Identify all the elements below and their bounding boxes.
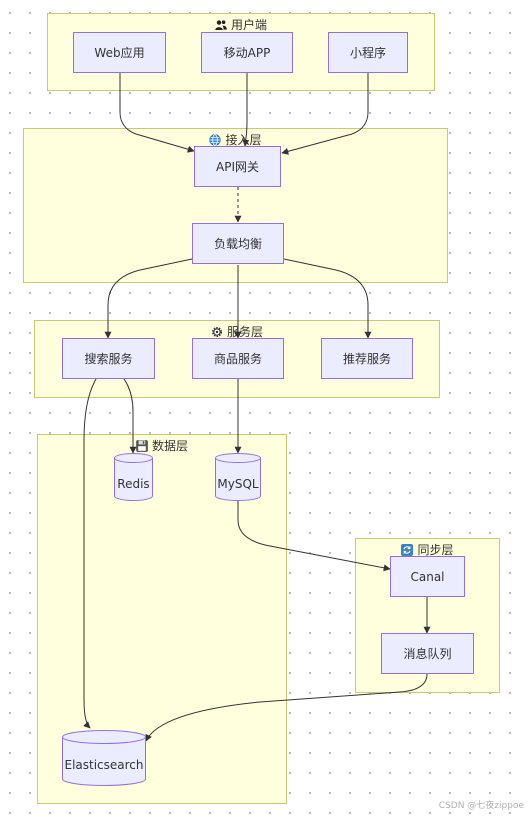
service-layer-title-text: 服务层 — [226, 325, 263, 339]
globe-icon — [209, 134, 222, 146]
users-icon — [215, 20, 227, 30]
node-mobile-app[interactable]: 移动APP — [201, 32, 293, 73]
client-layer-title-text: 用户端 — [230, 18, 267, 32]
sync-layer-title: 同步层 — [356, 541, 499, 558]
node-product-service[interactable]: 商品服务 — [192, 338, 284, 379]
redis-label: Redis — [117, 477, 150, 491]
cylinder-shape — [215, 453, 261, 501]
watermark: CSDN @七夜zippoe — [438, 801, 524, 811]
client-layer-title: 用户端 — [48, 16, 434, 33]
node-mini-program[interactable]: 小程序 — [328, 32, 408, 73]
access-layer-title-text: 接入层 — [225, 133, 262, 147]
node-load-balancer[interactable]: 负载均衡 — [192, 223, 284, 264]
data-layer-title-text: 数据层 — [151, 439, 188, 453]
node-canal[interactable]: Canal — [390, 556, 465, 597]
gear-icon — [211, 327, 222, 337]
node-message-queue[interactable]: 消息队列 — [381, 633, 474, 674]
node-api-gateway[interactable]: API网关 — [194, 146, 281, 187]
node-search-service[interactable]: 搜索服务 — [62, 338, 155, 379]
node-mysql-db[interactable]: MySQL — [215, 453, 261, 501]
refresh-icon — [401, 544, 414, 556]
mysql-label: MySQL — [217, 477, 259, 491]
node-web-app[interactable]: Web应用 — [73, 32, 166, 73]
cylinder-shape — [114, 453, 153, 501]
node-redis-db[interactable]: Redis — [114, 453, 153, 501]
elasticsearch-label: Elasticsearch — [64, 758, 144, 772]
node-elasticsearch-db[interactable]: Elasticsearch — [62, 730, 146, 786]
sync-layer-title-text: 同步层 — [417, 543, 454, 557]
cylinder-shape — [62, 730, 146, 786]
data-layer-title: 数据层 — [38, 437, 286, 454]
node-recommend-service[interactable]: 推荐服务 — [321, 338, 413, 379]
floppy-disk-icon — [136, 440, 148, 452]
